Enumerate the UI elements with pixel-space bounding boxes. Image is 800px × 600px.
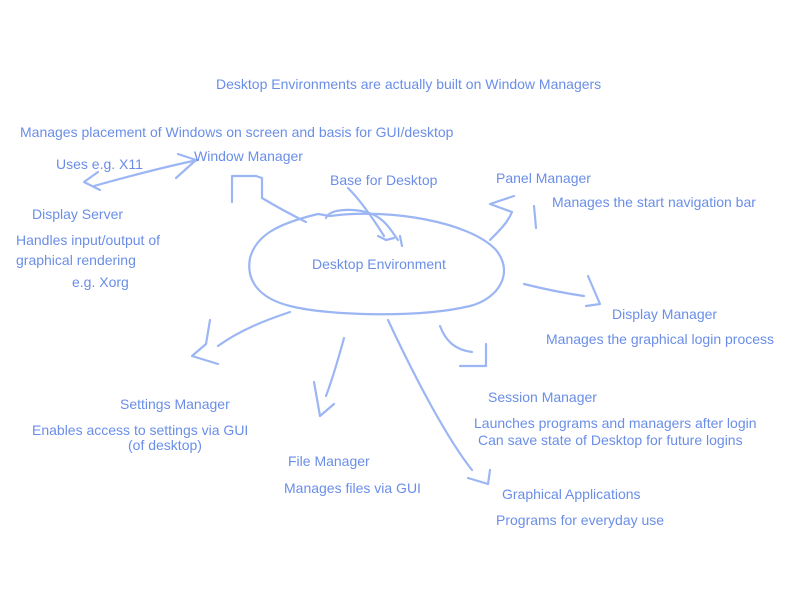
diagram-heading: Desktop Environments are actually built … <box>216 76 602 92</box>
display-server-desc-line1: Handles input/output of <box>16 232 160 248</box>
graphical-applications-label: Graphical Applications <box>502 486 641 502</box>
panel-bracket <box>532 204 538 230</box>
center-oval <box>248 212 506 316</box>
arrowhead-x11-left <box>82 170 102 192</box>
window-manager-description: Manages placement of Windows on screen a… <box>20 124 454 140</box>
session-manager-desc-line1: Launches programs and managers after log… <box>474 415 757 431</box>
settings-manager-label: Settings Manager <box>120 396 230 412</box>
arrowhead-base <box>376 234 404 248</box>
arrow-to-settings-manager <box>216 310 292 348</box>
window-manager-label: Window Manager <box>194 148 303 164</box>
session-manager-desc-line2: Can save state of Desktop for future log… <box>478 432 743 448</box>
panel-manager-description: Manages the start navigation bar <box>552 194 756 210</box>
settings-manager-desc-line1: Enables access to settings via GUI <box>32 422 249 438</box>
settings-manager-desc-line2: (of desktop) <box>128 437 202 453</box>
arrowhead-settings-manager <box>190 318 220 366</box>
arrow-to-session-manager <box>438 324 474 354</box>
graphical-applications-description: Programs for everyday use <box>496 512 665 528</box>
display-server-label: Display Server <box>32 206 124 222</box>
display-server-example: e.g. Xorg <box>72 274 129 290</box>
display-manager-description: Manages the graphical login process <box>546 331 775 347</box>
panel-manager-label: Panel Manager <box>496 170 591 186</box>
display-manager-label: Display Manager <box>612 306 718 322</box>
arrow-to-window-manager <box>254 174 308 224</box>
arrow-base-for-desktop <box>346 186 386 238</box>
file-manager-description: Manages files via GUI <box>284 480 421 496</box>
base-loop-stroke <box>324 208 400 242</box>
arrowhead-display-manager <box>584 274 602 308</box>
arrow-to-graphical-apps <box>386 318 474 472</box>
arrow-to-file-manager <box>324 336 346 398</box>
display-server-desc-line2: graphical rendering <box>16 252 136 268</box>
file-manager-label: File Manager <box>288 453 370 469</box>
arrow-x11-window-manager <box>92 158 200 188</box>
arrowhead-graphical-apps <box>466 468 492 486</box>
arrowhead-x11-right <box>174 152 198 180</box>
display-server-uses-label: Uses e.g. X11 <box>56 156 143 172</box>
session-manager-label: Session Manager <box>488 389 597 405</box>
arrowhead-file-manager <box>312 380 336 418</box>
center-node-label: Desktop Environment <box>312 256 446 272</box>
base-for-desktop-label: Base for Desktop <box>330 172 438 188</box>
arrow-to-panel-manager <box>488 194 516 242</box>
window-manager-bracket <box>230 174 258 204</box>
arrow-to-display-manager <box>522 282 586 298</box>
arrowhead-session-manager <box>458 342 488 368</box>
